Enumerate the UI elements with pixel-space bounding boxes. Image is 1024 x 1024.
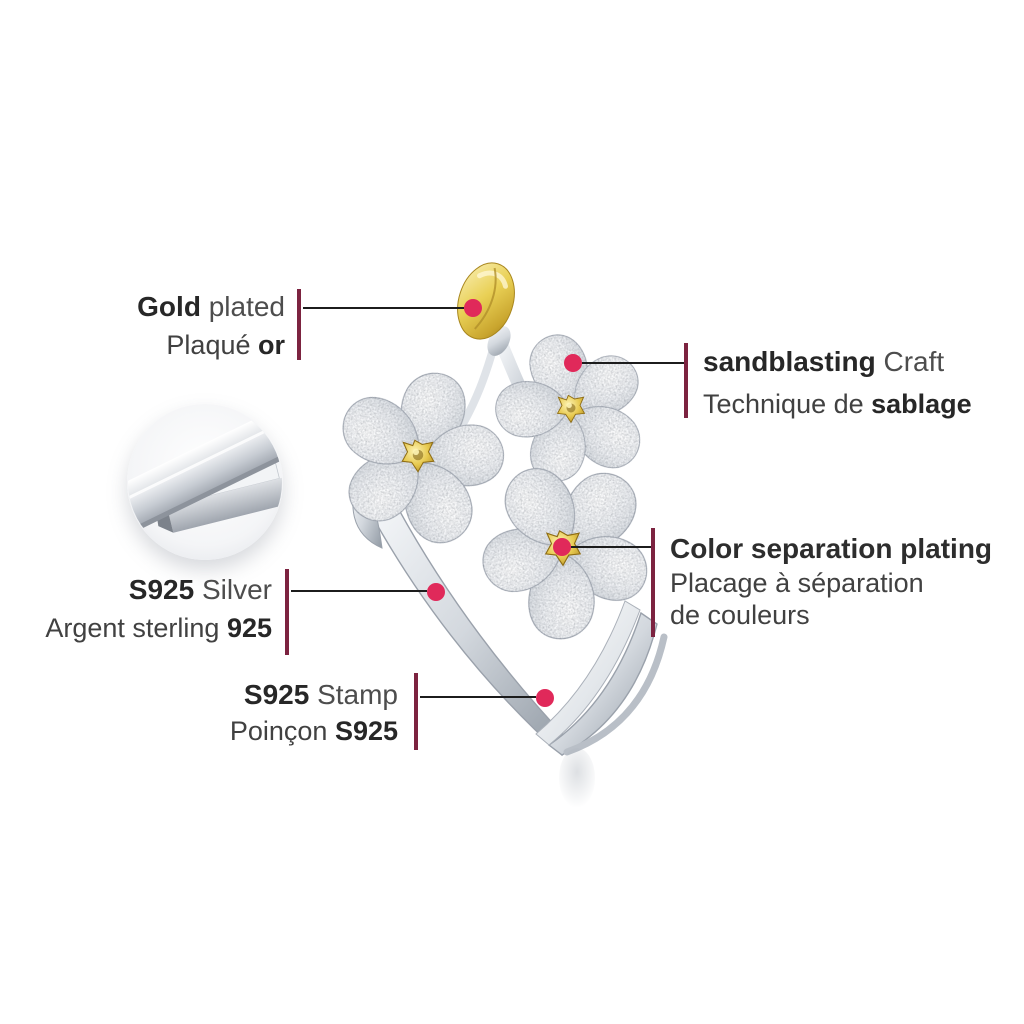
stamp-en-bold: S925 — [243, 679, 310, 710]
color-separation-en: Color separation plating — [670, 533, 993, 564]
stamp-fr-regular: Poinçon — [229, 716, 335, 746]
silver-fr-regular: Argent sterling — [45, 613, 227, 643]
silver-ingots-inset — [127, 404, 283, 560]
flower-top-right — [495, 327, 652, 489]
callout-accent-bar — [285, 569, 289, 655]
sandblasting-fr-bold: sablage — [871, 389, 972, 419]
callout-accent-bar — [684, 343, 688, 418]
callout-sandblasting-text: sandblasting Craft Technique de sablage — [703, 341, 1003, 425]
silver-en-regular: Silver — [194, 574, 272, 605]
sandblasting-en-bold: sandblasting — [703, 346, 876, 377]
callout-dot — [536, 689, 554, 707]
callout-line — [303, 307, 464, 309]
gold-plated-fr-bold: or — [258, 330, 285, 360]
silver-en-bold: S925 — [128, 574, 195, 605]
stamp-en-regular: Stamp — [309, 679, 398, 710]
sandblasting-en-regular: Craft — [875, 346, 945, 377]
callout-line — [571, 546, 652, 548]
callout-dot — [553, 538, 571, 556]
ring-band — [364, 496, 668, 808]
silver-fr-bold: 925 — [226, 613, 272, 643]
gold-bud — [457, 262, 515, 340]
color-separation-fr-line1: Placage à séparation — [670, 568, 924, 598]
callout-accent-bar — [651, 528, 655, 637]
silver-ingots-icon — [127, 404, 283, 560]
gold-plated-en-bold: Gold — [137, 291, 201, 322]
callout-s925-silver-text: S925 Silver Argent sterling 925 — [22, 570, 272, 648]
callout-s925-stamp-text: S925 Stamp Poinçon S925 — [172, 676, 398, 750]
callout-line — [420, 696, 536, 698]
stamp-fr-bold: S925 — [334, 716, 398, 746]
flower-left — [330, 365, 507, 553]
callout-line — [291, 590, 427, 592]
callout-dot — [564, 354, 582, 372]
callout-dot — [464, 299, 482, 317]
callout-line — [582, 362, 684, 364]
sandblasting-fr-regular: Technique de — [703, 389, 872, 419]
gold-plated-en-regular: plated — [200, 291, 285, 322]
callout-dot — [427, 583, 445, 601]
callout-accent-bar — [297, 289, 301, 360]
callout-gold-plated-text: Gold plated Plaqué or — [36, 288, 285, 364]
color-separation-fr-line2: de couleurs — [670, 600, 810, 630]
callout-accent-bar — [414, 673, 418, 750]
callout-color-separation-text: Color separation plating Placage à sépar… — [670, 530, 1000, 631]
gold-plated-fr-regular: Plaqué — [166, 330, 258, 360]
